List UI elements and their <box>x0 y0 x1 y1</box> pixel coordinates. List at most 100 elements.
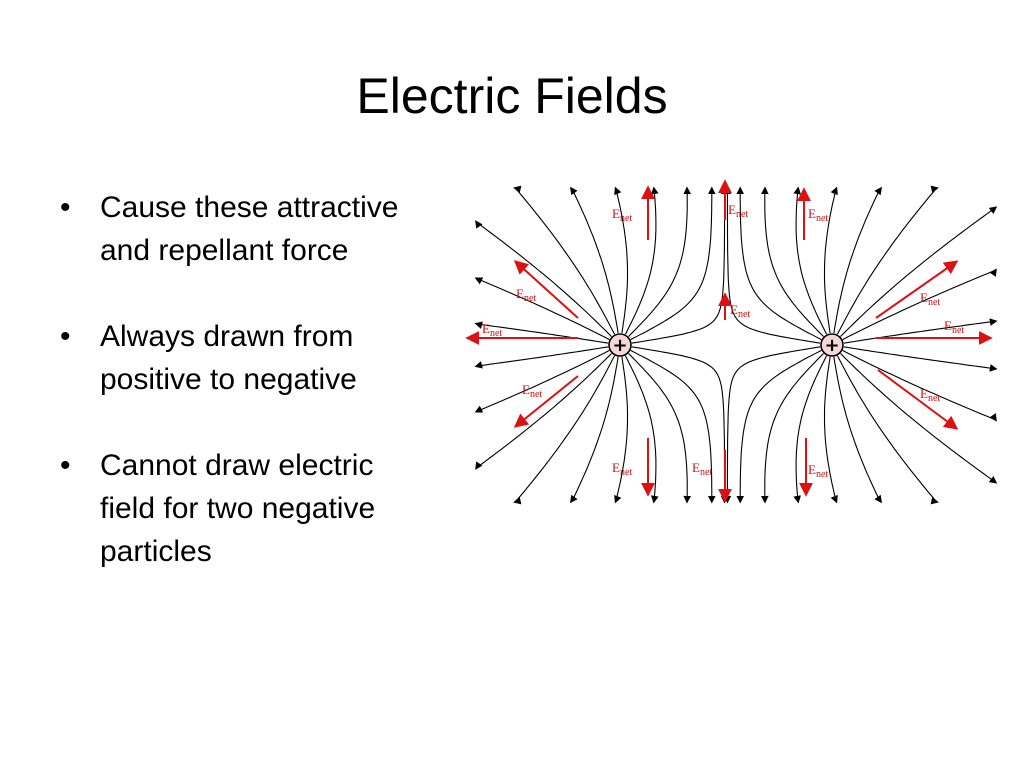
bullet-line: positive to negative <box>100 363 357 396</box>
field-line-27 <box>793 355 828 504</box>
enet-label-1: Enet <box>612 206 632 224</box>
enet-vector-10 <box>877 369 959 430</box>
field-line-22 <box>842 349 997 422</box>
field-line-19 <box>630 186 716 341</box>
field-line-2 <box>630 349 716 504</box>
field-line-24 <box>836 355 939 505</box>
bullet-line: particles <box>100 535 212 568</box>
enet-label-sub: net <box>620 467 632 478</box>
enet-label-sub: net <box>816 469 828 480</box>
enet-label-6: Enet <box>522 382 542 400</box>
bullet-item-1: • Cause these attractive and repellant f… <box>56 186 466 272</box>
field-line-30 <box>723 346 821 504</box>
field-line-17 <box>624 186 659 335</box>
field-line-20 <box>631 186 729 344</box>
bullet-line: Cannot draw electric <box>100 449 374 482</box>
enet-label-sub: net <box>530 389 542 400</box>
enet-label-sub: net <box>816 213 828 224</box>
enet-label-main: E <box>944 318 952 333</box>
bullet-line: Always drawn from <box>100 320 354 353</box>
field-line-25 <box>833 356 882 504</box>
enet-label-sub: net <box>928 297 940 308</box>
enet-label-main: E <box>920 386 928 401</box>
enet-label-13: Enet <box>808 462 828 480</box>
field-line-40 <box>843 318 998 344</box>
enet-label-3: Enet <box>808 206 828 224</box>
field-line-29 <box>736 349 822 504</box>
field-line-16 <box>614 186 629 334</box>
positive-charge-1 <box>608 333 632 357</box>
field-line-10 <box>474 346 609 369</box>
enet-vector-4 <box>513 260 579 319</box>
enet-label-sub: net <box>738 309 750 320</box>
enet-label-sub: net <box>736 209 748 220</box>
enet-label-main: E <box>692 460 700 475</box>
enet-label-5: Enet <box>482 321 502 339</box>
field-line-5 <box>614 356 629 504</box>
field-line-7 <box>513 355 616 505</box>
field-line-14 <box>513 185 616 335</box>
enet-label-main: E <box>730 302 738 317</box>
field-line-36 <box>833 186 882 334</box>
field-line-15 <box>570 186 619 334</box>
bullet-marker: • <box>60 191 71 224</box>
bullet-item-2: • Always drawn from positive to negative <box>56 315 466 401</box>
enet-label-main: E <box>808 462 816 477</box>
enet-label-4: Enet <box>516 286 536 304</box>
bullet-line: Cause these attractive <box>100 191 399 224</box>
field-line-33 <box>760 186 824 337</box>
charge-symbol-2: + <box>824 335 839 356</box>
field-lines <box>474 185 998 505</box>
enet-label-2: Enet <box>728 202 748 220</box>
bullet-marker: • <box>60 320 71 353</box>
charges: ++ <box>608 333 844 357</box>
enet-label-main: E <box>920 290 928 305</box>
field-line-26 <box>823 356 838 504</box>
field-line-11 <box>474 321 609 344</box>
enet-vector-6 <box>513 375 579 428</box>
enet-label-main: E <box>612 206 620 221</box>
field-line-37 <box>836 185 939 335</box>
slide-title: Electric Fields <box>356 68 668 124</box>
enet-label-main: E <box>516 286 524 301</box>
field-line-23 <box>840 353 998 484</box>
field-line-28 <box>760 353 824 504</box>
bullet-marker: • <box>60 449 71 482</box>
field-line-38 <box>840 206 998 337</box>
enet-label-sub: net <box>928 393 940 404</box>
enet-label-main: E <box>522 382 530 397</box>
enet-label-10: Enet <box>920 386 940 404</box>
enet-label-11: Enet <box>612 460 632 478</box>
enet-label-8: Enet <box>920 290 940 308</box>
positive-charge-2 <box>820 333 844 357</box>
charge-symbol-1: + <box>612 335 627 356</box>
bullet-line: field for two negative <box>100 492 376 525</box>
field-line-1 <box>631 346 729 504</box>
field-line-35 <box>823 186 838 334</box>
field-line-21 <box>843 346 998 372</box>
enet-label-sub: net <box>524 293 536 304</box>
field-line-39 <box>842 268 997 341</box>
bullet-list: • Cause these attractive and repellant f… <box>56 186 466 616</box>
enet-vector-8 <box>875 260 959 319</box>
enet-label-sub: net <box>620 213 632 224</box>
field-line-34 <box>793 186 828 335</box>
bullet-line: and repellant force <box>100 234 349 267</box>
field-line-3 <box>628 353 692 504</box>
field-line-18 <box>628 186 692 337</box>
enet-label-main: E <box>612 460 620 475</box>
enet-label-12: Enet <box>692 460 712 478</box>
enet-label-9: Enet <box>944 318 964 336</box>
field-line-8 <box>475 353 612 470</box>
bullet-item-3: • Cannot draw electric field for two neg… <box>56 444 466 573</box>
enet-label-7: Enet <box>730 302 750 320</box>
enet-label-sub: net <box>952 325 964 336</box>
field-line-13 <box>475 220 612 337</box>
field-line-32 <box>736 186 822 341</box>
enet-label-main: E <box>808 206 816 221</box>
enet-label-sub: net <box>700 467 712 478</box>
enet-label-sub: net <box>490 328 502 339</box>
field-line-12 <box>474 277 610 341</box>
